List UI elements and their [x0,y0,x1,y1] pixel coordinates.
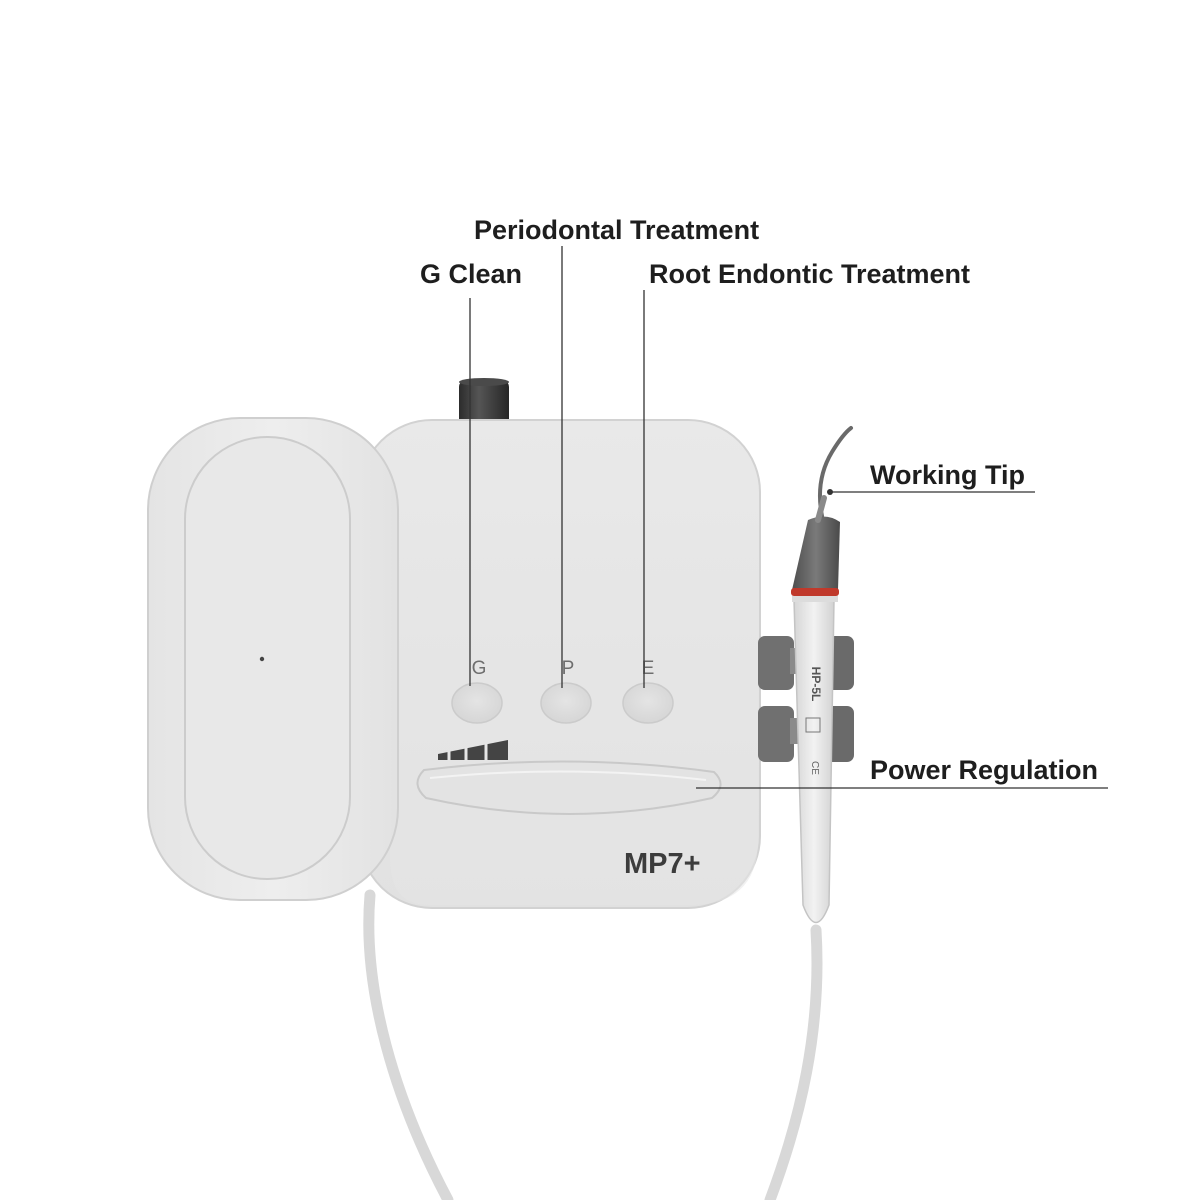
leader-working-tip-dot [827,489,833,495]
label-power-regulation: Power Regulation [870,755,1098,785]
model-label: MP7+ [624,848,701,880]
button-e-letter: E [642,658,655,679]
handpiece-model-text: HP-5L [809,667,823,702]
label-root-endontic-treatment: Root Endontic Treatment [649,259,970,289]
indicator-dot [259,656,265,662]
handpiece-grip [792,516,840,590]
device-main-body [359,419,761,909]
handpiece[interactable]: HP-5L CE [791,516,840,924]
label-working-tip: Working Tip [870,460,1025,490]
handpiece-cable [764,924,823,1200]
power-level-icon [438,740,508,761]
button-g-letter: G [472,658,487,679]
leader-lines [469,246,1108,789]
working-tip[interactable] [815,426,853,523]
button-p[interactable]: P [540,658,592,724]
handpiece-ce-mark: CE [809,761,820,775]
power-slider[interactable] [416,760,722,815]
button-p-letter: P [562,658,575,679]
power-cable [363,889,454,1200]
button-e[interactable]: E [622,658,674,724]
device-left-section [147,417,399,901]
label-g-clean: G Clean [420,259,522,289]
label-periodontal-treatment: Periodontal Treatment [474,215,759,245]
handpiece-ring [791,588,839,596]
button-g[interactable]: G [451,658,503,724]
